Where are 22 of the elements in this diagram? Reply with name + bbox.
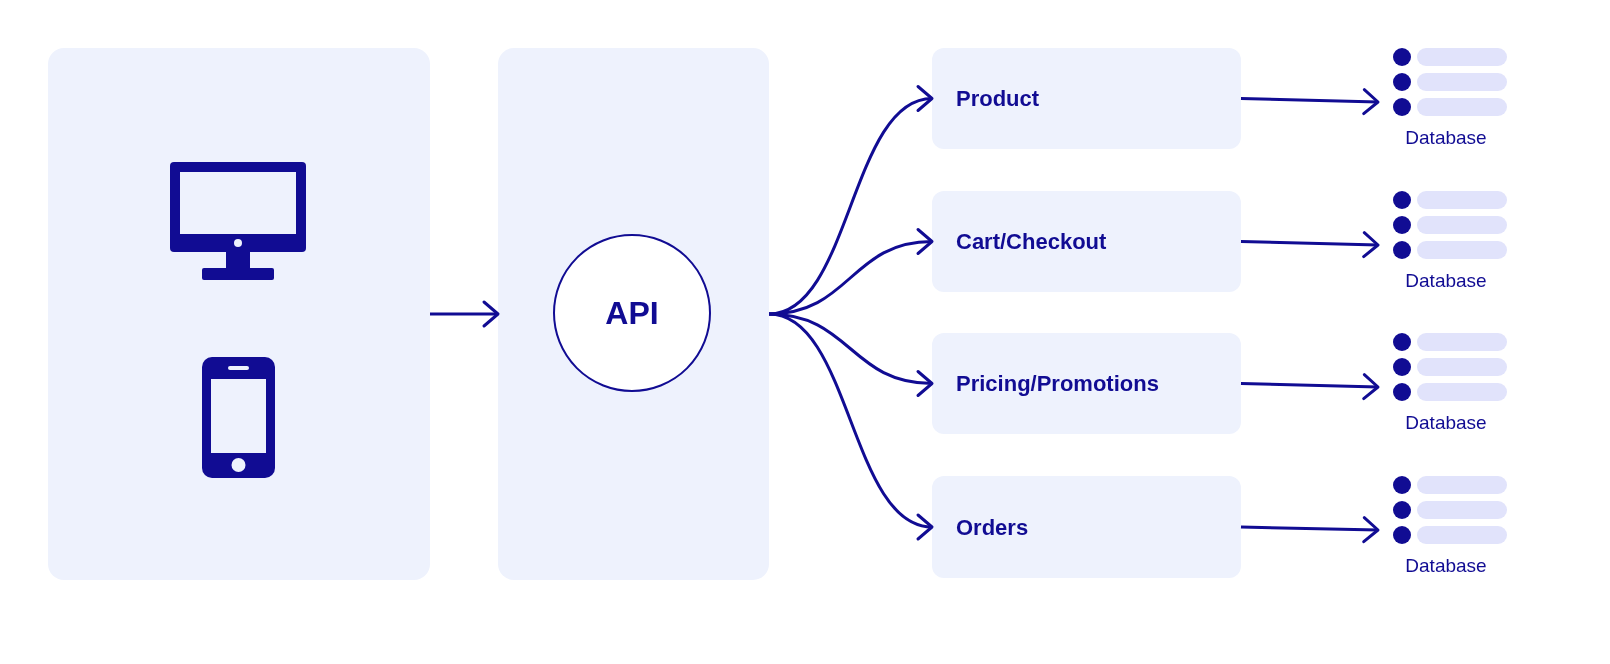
service-box [932, 333, 1241, 434]
node-label: Orders [956, 513, 1029, 542]
arrow [768, 229, 934, 316]
node-label: Database [1405, 268, 1487, 293]
arrow [1240, 373, 1380, 401]
arrow [1240, 88, 1380, 116]
node-label: Database [1405, 553, 1487, 578]
node-label: Pricing/Promotions [956, 370, 1159, 398]
service-box [932, 48, 1241, 149]
node-label: Database [1405, 125, 1487, 150]
node-label: Database [1405, 410, 1487, 435]
panel-background [498, 48, 769, 580]
arrow [768, 312, 934, 538]
arrow [1240, 231, 1380, 259]
arrow [1240, 516, 1380, 544]
panel-background [48, 48, 430, 580]
service-box [932, 191, 1241, 292]
node-label: API [605, 294, 659, 333]
arrow [430, 300, 500, 328]
node-label: Product [956, 85, 1040, 113]
service-box [932, 476, 1241, 578]
node-label: Cart/Checkout [956, 228, 1107, 256]
